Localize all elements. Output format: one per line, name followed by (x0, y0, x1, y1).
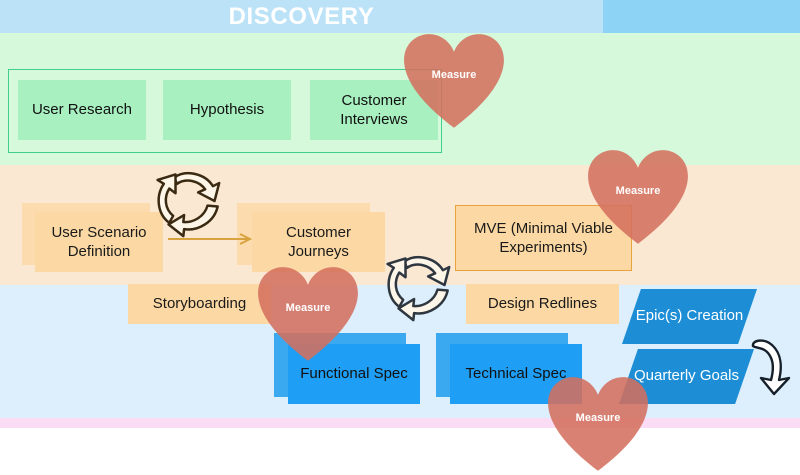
box-label: User Scenario Definition (51, 223, 147, 260)
box-label: Functional Spec (300, 365, 408, 383)
measure-heart-delivery[interactable]: Measure (546, 375, 650, 475)
box-label: Technical Spec (465, 365, 567, 383)
curved-down-arrow-icon (748, 336, 796, 401)
discovery-header-band-right (603, 0, 800, 33)
box-label: Customer Journeys (285, 223, 352, 260)
box-label: Storyboarding (152, 295, 247, 313)
page-title: DISCOVERY (228, 3, 375, 30)
measure-heart-mve[interactable]: Measure (586, 148, 690, 248)
parallelogram-label: Quarterly Goals (633, 367, 740, 385)
box-user-scenario-definition[interactable]: User Scenario Definition (35, 212, 163, 272)
box-technical-spec[interactable]: Technical Spec (450, 344, 582, 404)
recycle-loop-icon (148, 162, 228, 245)
measure-heart-storyboarding[interactable]: Measure (256, 265, 360, 365)
box-design-redlines[interactable]: Design Redlines (466, 284, 619, 324)
measure-heart-discovery[interactable]: Measure (402, 32, 506, 132)
box-label: User Research (31, 101, 133, 119)
box-user-research[interactable]: User Research (18, 80, 146, 140)
box-label: Hypothesis (189, 101, 265, 119)
box-hypothesis[interactable]: Hypothesis (163, 80, 291, 140)
right-arrow-icon (168, 232, 258, 251)
box-label: Design Redlines (487, 295, 598, 313)
recycle-loop-icon (378, 246, 458, 329)
discovery-header-band-left (0, 0, 603, 33)
parallelogram-epics-creation[interactable]: Epic(s) Creation (622, 289, 757, 344)
box-mve[interactable]: MVE (Minimal Viable Experiments) (455, 205, 632, 271)
box-customer-journeys[interactable]: Customer Journeys (252, 212, 385, 272)
box-storyboarding[interactable]: Storyboarding (128, 284, 271, 324)
box-label: MVE (Minimal Viable Experiments) (474, 219, 613, 256)
box-label: Customer Interviews (340, 91, 408, 128)
parallelogram-label: Epic(s) Creation (635, 307, 744, 325)
footer-band (0, 418, 800, 428)
